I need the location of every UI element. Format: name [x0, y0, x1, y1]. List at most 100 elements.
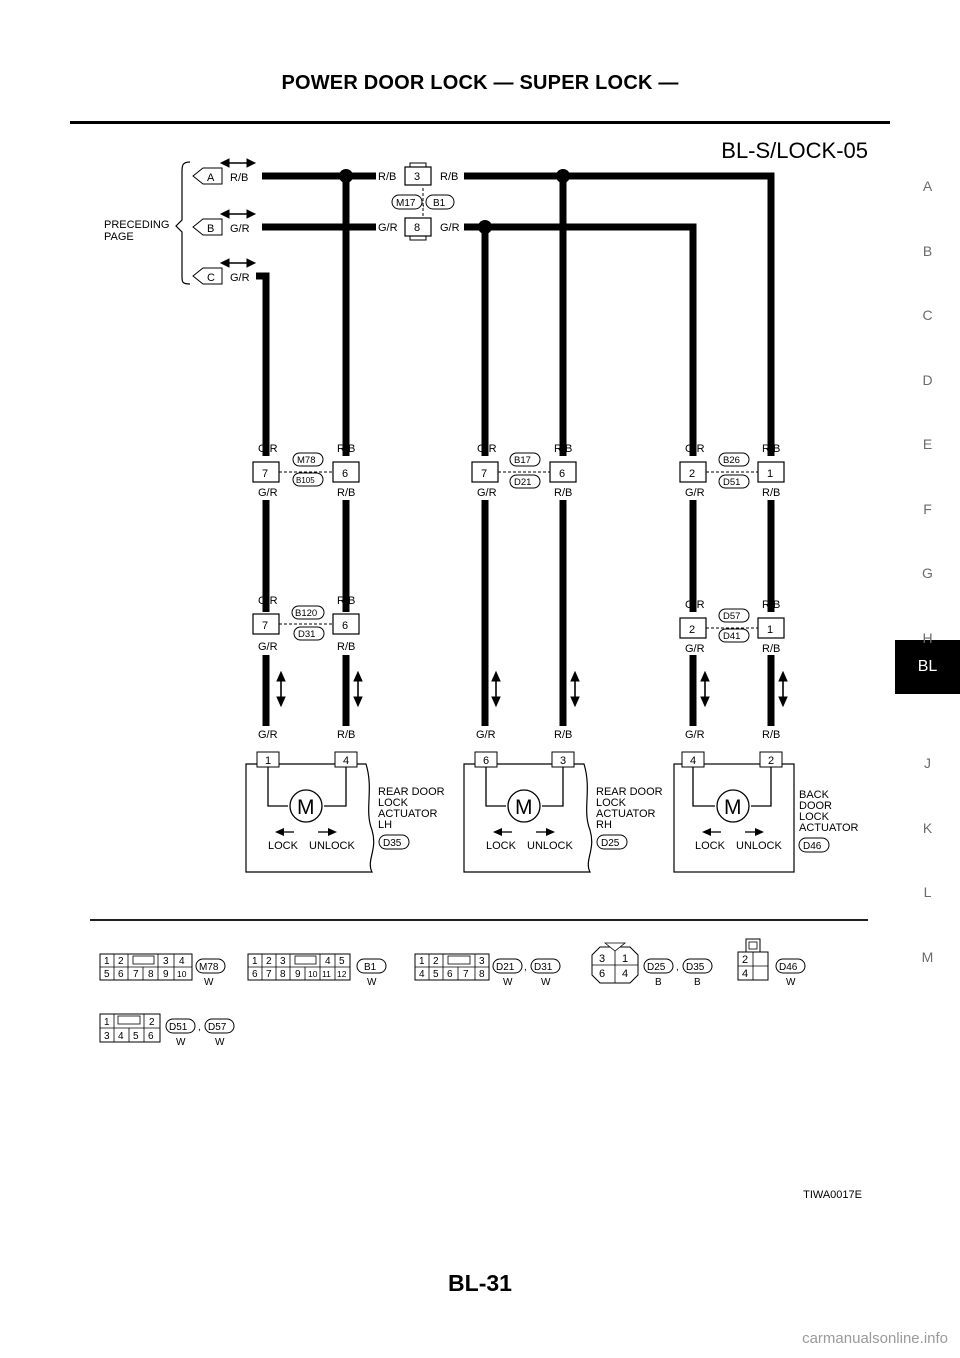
connector-color: W — [503, 977, 513, 988]
motor-icon — [289, 789, 323, 823]
side-index-l[interactable]: L — [923, 884, 932, 900]
side-index-active[interactable]: BL — [895, 640, 960, 694]
connector-name: D35 — [686, 962, 705, 973]
joint-d57-d41[interactable]: G/R R/B 2 1 D57 D41 G/R R/B — [679, 599, 785, 655]
connector-view-d51-d57: 1 2 3 4 5 6 D51 , D57 W W — [99, 1013, 235, 1048]
inline-wire-label-gr-left: G/R — [378, 222, 398, 234]
actuator-label: ACTUATOR — [596, 808, 656, 820]
connector-color: W — [541, 977, 551, 988]
vertical-double-arrows — [276, 670, 788, 708]
side-index-d[interactable]: D — [922, 372, 933, 388]
actuator-label: ACTUATOR — [799, 822, 859, 834]
actuator-pin: 4 — [343, 755, 349, 767]
joint-name: B120 — [295, 608, 317, 619]
pin: 1 — [419, 956, 425, 967]
motor-symbol: M — [515, 796, 533, 819]
side-index-b[interactable]: B — [922, 243, 933, 259]
figure-code: TIWA0017E — [803, 1189, 862, 1201]
input-tag-c-wire: G/R — [230, 272, 250, 284]
side-index-e[interactable]: E — [922, 436, 933, 452]
actuator-back-door[interactable]: 4 2 M LOCK UNLOCK BACK DOOR LOCK ACTUATO… — [673, 751, 859, 873]
preceding-page-line-2: PAGE — [104, 231, 134, 243]
lock-arrow-icon — [493, 828, 512, 836]
joint-name: D41 — [723, 631, 740, 642]
actuator-pin: 1 — [265, 755, 271, 767]
side-index-h[interactable]: H — [922, 630, 933, 646]
header-rule — [70, 121, 890, 124]
pin: 9 — [295, 969, 301, 980]
joint-wire-label: R/B — [554, 487, 572, 499]
unlock-arrow-icon — [318, 828, 337, 836]
pin: 4 — [179, 956, 185, 967]
pin: 2 — [118, 956, 124, 967]
joint-name: D51 — [723, 477, 740, 488]
actuator-pin: 6 — [483, 755, 489, 767]
joint-b17-d21[interactable]: G/R R/B 7 6 B17 D21 G/R R/B — [471, 443, 577, 499]
connector-name: D51 — [169, 1022, 188, 1033]
pin: 4 — [118, 1031, 124, 1042]
side-index-k[interactable]: K — [922, 820, 933, 836]
pin: 4 — [325, 956, 331, 967]
preceding-page-bracket — [175, 161, 191, 285]
input-tag-c-letter: C — [207, 272, 215, 284]
pin: 8 — [479, 969, 485, 980]
pin: 8 — [280, 969, 286, 980]
pin: 2 — [742, 954, 748, 966]
actuator-wire-label: R/B — [337, 729, 355, 741]
inline-connector-m17-b1[interactable]: R/B R/B G/R G/R 3 8 M17 , B1 — [378, 162, 460, 241]
pin: 8 — [148, 969, 154, 980]
actuator-connector: D35 — [383, 838, 402, 849]
input-tag-b[interactable]: B G/R — [192, 218, 250, 236]
connector-color: W — [786, 977, 796, 988]
input-tag-c[interactable]: C G/R — [192, 267, 250, 285]
side-index-j[interactable]: J — [924, 755, 931, 771]
splice-dot — [556, 169, 570, 183]
unlock-label: UNLOCK — [309, 840, 356, 852]
comma-sep: , — [422, 198, 425, 209]
vertical-double-arrow-icon — [491, 670, 501, 708]
joint-wire-label: R/B — [337, 595, 355, 607]
watermark: carmanualsonline.info — [802, 1330, 948, 1347]
pin: 7 — [266, 969, 272, 980]
joint-pin: 7 — [262, 468, 268, 480]
side-index-g[interactable]: G — [922, 565, 933, 581]
side-index-c[interactable]: C — [922, 307, 933, 323]
joint-wire-label: G/R — [685, 643, 705, 655]
actuator-pin: 3 — [560, 755, 566, 767]
actuator-pin: 4 — [690, 755, 696, 767]
pin: 6 — [252, 969, 258, 980]
joint-wire-label: R/B — [337, 487, 355, 499]
pin: 3 — [163, 956, 169, 967]
pin: 3 — [599, 953, 605, 965]
wire-gr-main-right — [464, 223, 697, 456]
page-title: POWER DOOR LOCK — SUPER LOCK — — [281, 72, 679, 94]
joint-m78-b105[interactable]: G/R R/B 7 6 M78 B105 G/R R/B — [252, 443, 360, 499]
pin: 7 — [463, 969, 469, 980]
joint-pin: 1 — [767, 624, 773, 636]
side-index-a[interactable]: A — [922, 178, 933, 194]
actuator-wire-label: R/B — [554, 729, 572, 741]
pin: 1 — [252, 956, 258, 967]
preceding-page-line-1: PRECEDING — [104, 219, 169, 231]
actuator-rear-rh[interactable]: 6 3 M LOCK UNLOCK REAR DOOR LOCK ACTUATO… — [463, 751, 663, 873]
vertical-double-arrow-icon — [276, 670, 286, 708]
inline-name-m17: M17 — [396, 198, 416, 209]
connector-name: D21 — [496, 962, 515, 973]
joint-name: D31 — [298, 629, 315, 640]
connector-color: W — [176, 1037, 186, 1048]
joint-pin: 7 — [481, 468, 487, 480]
joint-b120-d31[interactable]: G/R R/B 7 6 B120 D31 G/R R/B — [252, 595, 360, 653]
actuator-connector: D25 — [601, 838, 620, 849]
input-tag-a[interactable]: A R/B — [192, 167, 248, 185]
side-index-f[interactable]: F — [923, 501, 932, 517]
joint-b26-d51[interactable]: G/R R/B 2 1 B26 D51 G/R R/B — [679, 443, 785, 499]
side-index-m[interactable]: M — [921, 949, 934, 965]
actuator-label: BACK — [799, 789, 830, 801]
actuator-rear-lh[interactable]: 1 4 M LOCK UNLOCK REAR DOOR LOCK ACTUATO… — [245, 751, 445, 873]
joint-wire-label: G/R — [685, 443, 705, 455]
connector-view-d46: 2 4 D46 W — [737, 938, 806, 988]
pin: 5 — [104, 969, 110, 980]
pin: 10 — [308, 969, 318, 979]
lock-label: LOCK — [695, 840, 726, 852]
